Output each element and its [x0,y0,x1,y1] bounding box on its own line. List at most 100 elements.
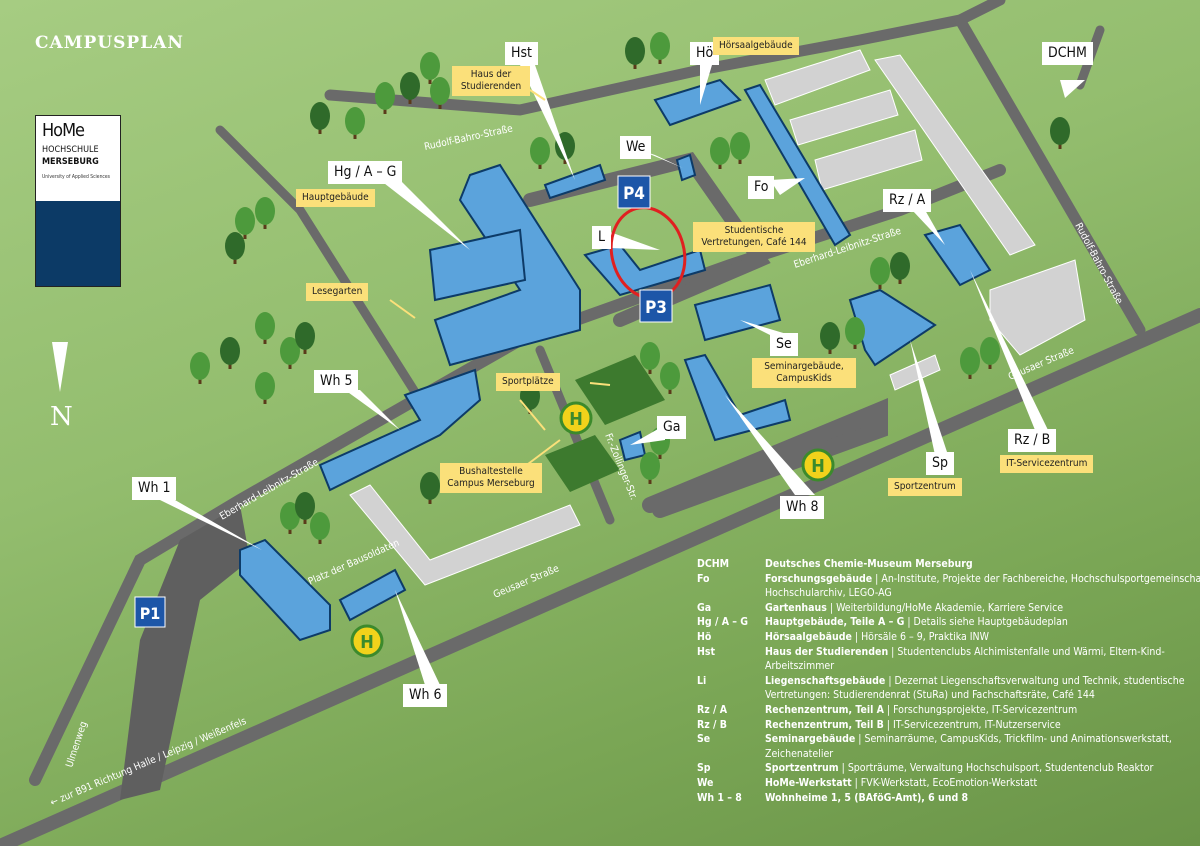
tree-icon [960,347,980,379]
gray-building [764,49,871,106]
building-wh6 [338,568,407,622]
legend-title: HoMe-Werkstatt [765,776,852,789]
sports-field [545,435,620,492]
legend-detail: Details siehe Hauptgebäudeplan [913,616,1068,629]
pointer-fo [770,178,805,195]
legend-description: Hauptgebäude, Teile A – G | Details sieh… [765,616,1068,629]
legend-title: Gartenhaus [765,601,827,614]
logo-blue-block [36,201,120,286]
legend-key: Fo [697,572,710,585]
logo-brand: HoMe [42,120,85,141]
tree-icon [310,102,330,134]
building-ga [618,430,647,462]
legend-description: Forschungsgebäude | An-Institute, Projek… [765,572,1200,601]
label-it-servicezentrum: IT-Servicezentrum [1000,455,1094,473]
label-hoe[interactable]: Hö [690,42,720,65]
legend-key: Rz / B [697,718,727,731]
building-hoe [653,78,742,127]
callout-pointers [160,65,1085,685]
legend-title: Forschungsgebäude [765,572,873,585]
road-west [215,125,425,405]
bus-stop[interactable]: H [559,401,593,435]
label-se[interactable]: Se [770,333,798,356]
gray-building [889,354,941,391]
label-sp[interactable]: Sp [926,452,954,475]
legend-key: Se [697,733,711,746]
road-loop [523,152,771,327]
legend-title: Deutsches Chemie-Museum Merseburg [765,558,973,570]
label-hauptgebaeude: Hauptgebäude [296,189,375,207]
building-sp [848,288,937,367]
label-lesegarten: Lesegarten [306,283,369,301]
svg-text:H: H [811,456,825,477]
sports-field [575,355,665,425]
legend-title: Hörsaalgebäude [765,630,852,643]
legend-title: Haus der Studierenden [765,645,889,658]
label-l[interactable]: L [592,226,612,249]
tree-icon [650,32,670,64]
label-fo[interactable]: Fo [748,176,775,199]
tree-icon [430,77,450,109]
tree-icon [255,197,275,229]
parking-p3[interactable]: P3 [639,289,673,323]
svg-text:H: H [569,409,583,430]
street-rudolf-bahro: Rudolf-Bahro-Straße [423,123,514,153]
tree-icon [375,82,395,114]
legend-key: Ga [697,601,712,614]
label-wh5[interactable]: Wh 5 [314,370,359,393]
bus-stop[interactable]: H [350,624,384,658]
legend-row: Wh 1 – 8 Wohnheime 1, 5 (BAföG-Amt), 6 un… [697,791,1200,806]
legend-title: Liegenschaftsgebäude [765,674,886,687]
label-rzb[interactable]: Rz / B [1008,429,1057,452]
pointer-dchm [1060,80,1085,98]
tree-icon [345,107,365,139]
legend-description: Deutsches Chemie-Museum Merseburg [765,557,1200,572]
pointer-hst [520,65,575,180]
building-wh1 [239,538,331,642]
label-wh8[interactable]: Wh 8 [780,496,825,519]
tree-icon [640,342,660,374]
legend-description: Gartenhaus | Weiterbildung/HoMe Akademie… [765,601,1064,614]
label-ga[interactable]: Ga [657,416,687,439]
pointer-ga [630,425,665,445]
label-we[interactable]: We [620,136,652,159]
label-hg[interactable]: Hg / A – G [328,161,403,184]
tree-icon [255,312,275,344]
tree-icon [420,52,440,84]
label-wh1[interactable]: Wh 1 [132,477,177,500]
logo-sub: University of Applied Sciences [42,174,111,180]
label-dchm[interactable]: DCHM [1042,42,1093,65]
tree-icon [870,257,890,289]
label-rza[interactable]: Rz / A [883,189,932,212]
legend-row: Hg / A – G Hauptgebäude, Teile A – G | De… [697,615,1200,630]
gray-building [349,484,581,586]
tree-icon [530,137,550,169]
parking-p4[interactable]: P4 [617,175,651,209]
parking-p1[interactable]: P1 [134,596,166,628]
bus-stop[interactable]: H [801,448,835,482]
tree-icon [710,137,730,169]
tree-icon [640,452,660,484]
pointer-wh1 [160,500,262,550]
tree-icon [280,337,300,369]
label-hoersaalgebaeude: Hörsaalgebäude [713,37,799,55]
legend-key: Wh 1 – 8 [697,791,742,804]
legend-detail: IT-Servicezentrum, IT-Nutzerservice [893,718,1061,731]
legend-description: Rechenzentrum, Teil B | IT-Servicezentru… [765,718,1061,731]
label-hst[interactable]: Hst [505,42,538,65]
tree-icon [420,472,440,504]
gray-buildings [349,49,1086,586]
legend-key: Hg / A – G [697,616,749,629]
legend-description: Hörsaalgebäude | Hörsäle 6 – 9, Praktika… [765,630,989,643]
home-logo: HoMe HOCHSCHULE MERSEBURG University of … [35,115,121,287]
legend-description: Wohnheime 1, 5 (BAföG-Amt), 6 und 8 [765,791,1200,806]
label-wh6[interactable]: Wh 6 [403,684,448,707]
page-title: CAMPUSPLAN [35,33,184,53]
legend-title: Seminargebäude [765,733,856,746]
gray-building [814,129,923,191]
